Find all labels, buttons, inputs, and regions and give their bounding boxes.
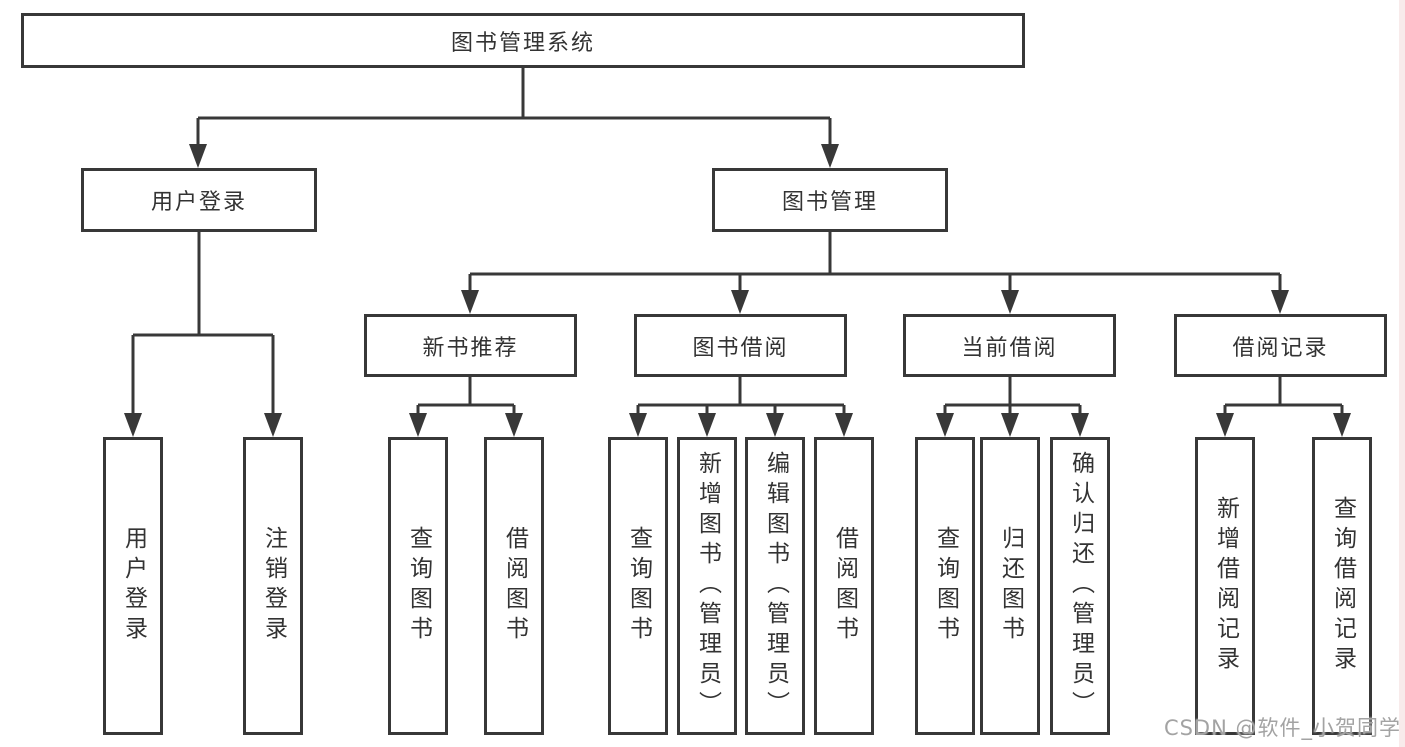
- leaf-logout: 注销登录: [243, 437, 303, 735]
- leaf-cb-confirm-return-admin-label: 确认归还（管理员）: [1067, 451, 1094, 721]
- leaf-bb-borrow-books-label: 借阅图书: [831, 526, 858, 646]
- leaf-cb-confirm-return-admin: 确认归还（管理员）: [1050, 437, 1110, 735]
- node-new-book-recommendation-label: 新书推荐: [422, 335, 519, 361]
- leaf-user-login: 用户登录: [103, 437, 163, 735]
- csdn-watermark: CSDN @软件_小贺同学: [1163, 716, 1401, 740]
- leaf-bb-edit-book-admin-label: 编辑图书（管理员）: [762, 451, 789, 721]
- leaf-br-query-record-label: 查询借阅记录: [1329, 496, 1356, 676]
- leaf-br-query-record: 查询借阅记录: [1312, 437, 1372, 735]
- node-root-system: 图书管理系统: [21, 13, 1025, 68]
- node-user-login: 用户登录: [81, 168, 317, 232]
- leaf-br-add-record-label: 新增借阅记录: [1212, 496, 1239, 676]
- node-new-book-recommendation: 新书推荐: [364, 314, 577, 377]
- leaf-br-add-record: 新增借阅记录: [1195, 437, 1255, 735]
- node-book-borrowing: 图书借阅: [634, 314, 847, 377]
- leaf-cb-return-books-label: 归还图书: [997, 526, 1024, 646]
- node-book-management: 图书管理: [712, 168, 948, 232]
- leaf-nb-query-books: 查询图书: [388, 437, 448, 735]
- leaf-bb-add-book-admin: 新增图书（管理员）: [677, 437, 737, 735]
- node-borrowing-records-label: 借阅记录: [1232, 335, 1329, 361]
- leaf-cb-return-books: 归还图书: [980, 437, 1040, 735]
- leaf-bb-borrow-books: 借阅图书: [814, 437, 874, 735]
- leaf-bb-query-books-label: 查询图书: [625, 526, 652, 646]
- leaf-cb-query-books: 查询图书: [915, 437, 975, 735]
- node-current-borrowing-label: 当前借阅: [961, 335, 1058, 361]
- node-book-borrowing-label: 图书借阅: [692, 335, 789, 361]
- leaf-nb-borrow-books: 借阅图书: [484, 437, 544, 735]
- leaf-user-login-label: 用户登录: [120, 526, 147, 646]
- leaf-bb-add-book-admin-label: 新增图书（管理员）: [694, 451, 721, 721]
- node-root-label: 图书管理系统: [450, 30, 595, 56]
- leaf-cb-query-books-label: 查询图书: [932, 526, 959, 646]
- leaf-logout-label: 注销登录: [260, 526, 287, 646]
- node-user-login-label: 用户登录: [150, 190, 247, 215]
- leaf-bb-edit-book-admin: 编辑图书（管理员）: [745, 437, 805, 735]
- node-borrowing-records: 借阅记录: [1174, 314, 1387, 377]
- leaf-nb-borrow-books-label: 借阅图书: [501, 526, 528, 646]
- leaf-bb-query-books: 查询图书: [608, 437, 668, 735]
- right-edge-strip: [1399, 0, 1405, 747]
- node-current-borrowing: 当前借阅: [903, 314, 1116, 377]
- leaf-nb-query-books-label: 查询图书: [405, 526, 432, 646]
- node-book-management-label: 图书管理: [781, 190, 878, 215]
